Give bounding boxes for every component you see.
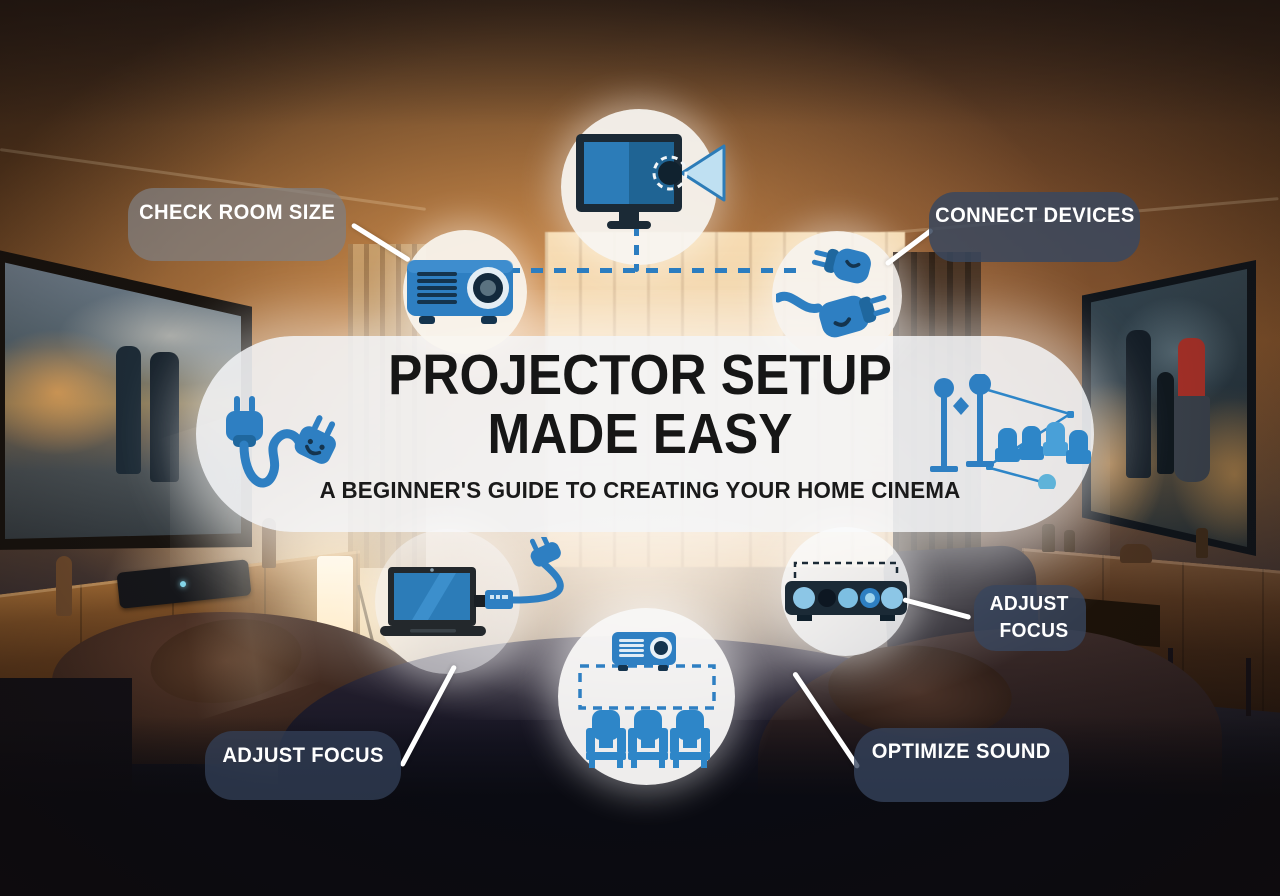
screen-with-projection-beam-icon <box>576 134 726 229</box>
callout-optimize-sound-label: OPTIMIZE SOUND <box>871 740 1051 763</box>
laptop-hdmi-cable-icon <box>380 537 564 636</box>
callout-adjust-focus-side: ADJUST FOCUS <box>974 585 1086 651</box>
callout-adjust-focus-bottom: ADJUST FOCUS <box>205 731 401 800</box>
callout-adjust-focus-side-line1: ADJUST <box>989 593 1069 615</box>
dashed-line-vertical <box>634 226 639 272</box>
power-plugs-icon <box>776 248 890 338</box>
callout-connect-devices-label: CONNECT DEVICES <box>934 204 1135 227</box>
callout-connect-devices: CONNECT DEVICES <box>929 192 1140 262</box>
projector-over-seating-plan-icon <box>578 632 716 768</box>
seating-measurement-icon <box>930 374 1091 489</box>
projector-icon <box>407 260 513 324</box>
callout-check-room-size-label: CHECK ROOM SIZE <box>138 201 336 224</box>
subtitle: A BEGINNER'S GUIDE TO CREATING YOUR HOME… <box>319 477 961 503</box>
callout-adjust-focus-side-line2: FOCUS <box>999 620 1069 642</box>
callout-check-room-size: CHECK ROOM SIZE <box>128 188 346 261</box>
callout-optimize-sound: OPTIMIZE SOUND <box>854 728 1069 802</box>
title-line-2: MADE EASY <box>487 402 793 466</box>
dashed-line-horizontal <box>508 268 798 273</box>
cable-with-two-plugs-icon <box>226 396 336 488</box>
title-block: PROJECTOR SETUP MADE EASY A BEGINNER'S G… <box>0 346 1280 504</box>
callout-adjust-focus-bottom-label: ADJUST FOCUS <box>222 744 384 767</box>
title-line-1: PROJECTOR SETUP <box>388 343 892 407</box>
soundbar-knobs-icon <box>785 561 907 621</box>
